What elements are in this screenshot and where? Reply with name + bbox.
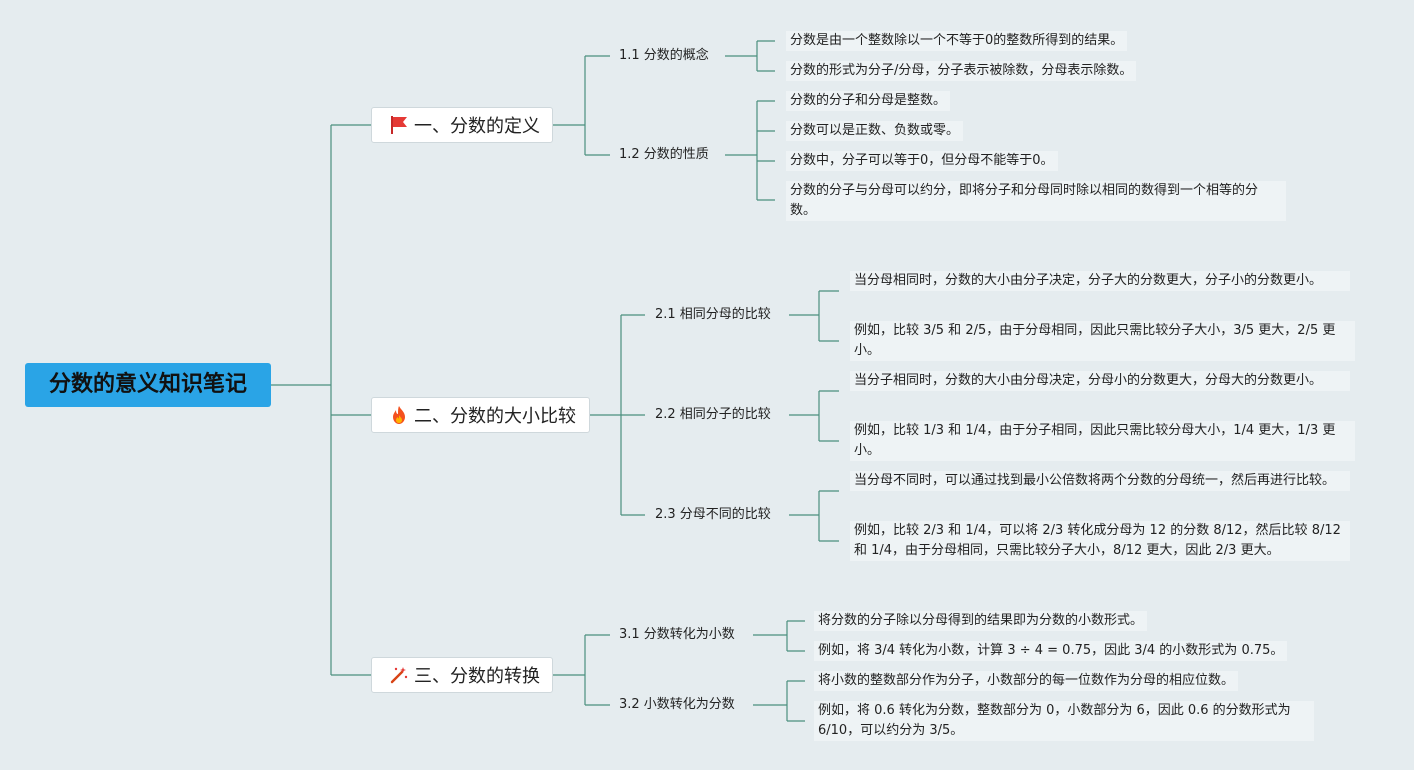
leaf-note[interactable]: 当分子相同时，分数的大小由分母决定，分母小的分数更大，分母大的分数更小。 [850,371,1350,391]
subtopic-same-numerator[interactable]: 2.2 相同分子的比较 [655,407,771,422]
leaf-note[interactable]: 分数的分子与分母可以约分，即将分子和分母同时除以相同的数得到一个相等的分数。 [786,181,1286,221]
subtopic-different-denominator[interactable]: 2.3 分母不同的比较 [655,507,771,522]
root-topic[interactable]: 分数的意义知识笔记 [25,363,271,407]
connector-sub-2-3 [789,490,839,542]
subtopic-concept[interactable]: 1.1 分数的概念 [619,48,709,63]
leaf-note[interactable]: 例如，比较 3/5 和 2/5，由于分母相同，因此只需比较分子大小，3/5 更大… [850,321,1355,361]
leaf-note[interactable]: 例如，比较 1/3 和 1/4，由于分子相同，因此只需比较分母大小，1/4 更大… [850,421,1355,461]
subtopic-fraction-to-decimal[interactable]: 3.1 分数转化为小数 [619,627,735,642]
subtopic-properties[interactable]: 1.2 分数的性质 [619,147,709,162]
leaf-note[interactable]: 将小数的整数部分作为分子，小数部分的每一位数作为分母的相应位数。 [814,671,1239,691]
leaf-note[interactable]: 当分母相同时，分数的大小由分子决定，分子大的分数更大，分子小的分数更小。 [850,271,1350,291]
leaf-note[interactable]: 当分母不同时，可以通过找到最小公倍数将两个分数的分母统一，然后再进行比较。 [850,471,1350,491]
fire-icon [388,404,410,426]
branch-label: 三、分数的转换 [414,666,540,687]
connector-branch-2 [590,314,645,516]
connector-sub-1-2 [725,100,775,201]
branch-topic-definition[interactable]: 一、分数的定义 [371,107,553,143]
connector-sub-2-2 [789,390,839,442]
branch-topic-comparison[interactable]: 二、分数的大小比较 [371,397,590,433]
red-flag-icon [388,114,410,136]
branch-label: 一、分数的定义 [414,116,540,137]
leaf-note[interactable]: 将分数的分子除以分母得到的结果即为分数的小数形式。 [814,611,1148,631]
leaf-note[interactable]: 分数中，分子可以等于0，但分母不能等于0。 [786,151,1058,171]
subtopic-decimal-to-fraction[interactable]: 3.2 小数转化为分数 [619,697,735,712]
subtopic-same-denominator[interactable]: 2.1 相同分母的比较 [655,307,771,322]
magic-wand-icon [388,664,410,686]
leaf-note[interactable]: 分数是由一个整数除以一个不等于0的整数所得到的结果。 [786,31,1128,51]
connector-sub-3-2 [753,680,805,722]
branch-label: 二、分数的大小比较 [414,406,576,427]
leaf-note[interactable]: 例如，比较 2/3 和 1/4，可以将 2/3 转化成分母为 12 的分数 8/… [850,521,1350,561]
leaf-note[interactable]: 例如，将 3/4 转化为小数，计算 3 ÷ 4 = 0.75，因此 3/4 的小… [814,641,1288,661]
leaf-note[interactable]: 例如，将 0.6 转化为分数，整数部分为 0，小数部分为 6，因此 0.6 的分… [814,701,1314,741]
connector-sub-2-1 [789,290,839,342]
leaf-note[interactable]: 分数的分子和分母是整数。 [786,91,951,111]
connector-branch-1 [553,55,610,156]
leaf-note[interactable]: 分数的形式为分子/分母，分子表示被除数，分母表示除数。 [786,61,1137,81]
connector-sub-1-1 [725,40,775,72]
leaf-note[interactable]: 分数可以是正数、负数或零。 [786,121,964,141]
branch-topic-conversion[interactable]: 三、分数的转换 [371,657,553,693]
connector-branch-3 [553,634,610,706]
connector-sub-3-1 [753,620,805,652]
connector-root [271,124,371,676]
